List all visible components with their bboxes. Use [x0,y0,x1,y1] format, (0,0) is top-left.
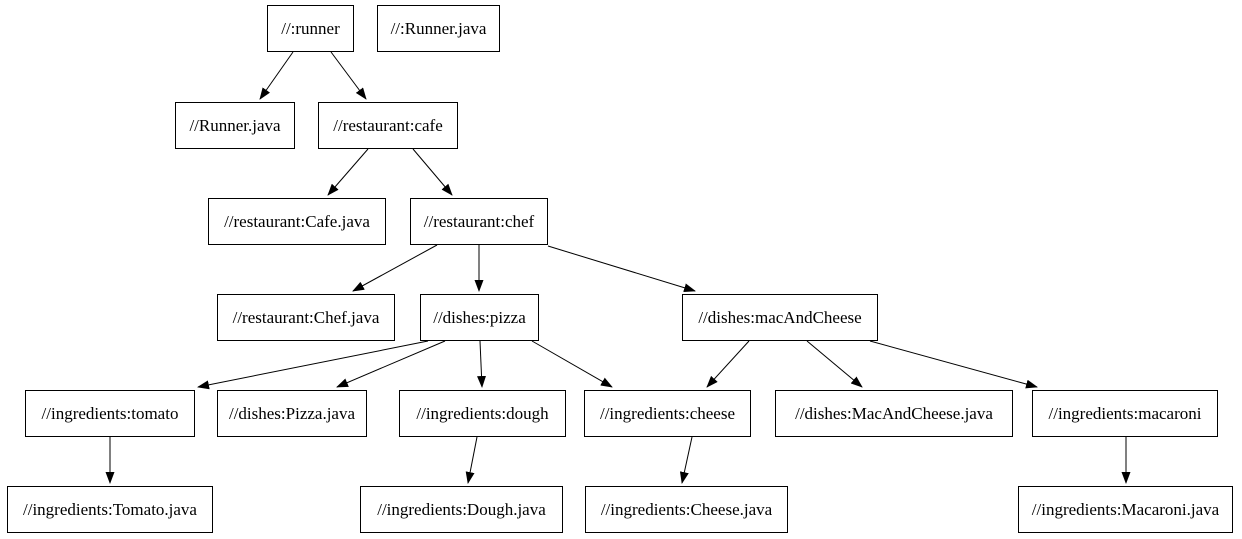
graph-node-dough-java: //ingredients:Dough.java [360,486,563,533]
edge-macandcheese-to-macandcheese-java [806,340,863,388]
graph-node-runner-java: //Runner.java [175,102,295,149]
edge-macandcheese-to-cheese [706,340,750,388]
edge-runner-to-cafe [330,51,367,100]
graph-node-chef: //restaurant:chef [410,198,548,245]
edge-cheese-to-cheese-java [679,436,693,484]
edge-dough-to-dough-java [465,436,478,484]
graph-node-macandcheese: //dishes:macAndCheese [682,294,878,341]
edge-chef-to-chef-java [352,244,438,292]
graph-node-macaroni-java: //ingredients:Macaroni.java [1018,486,1233,533]
edge-pizza-to-tomato [197,340,429,390]
graph-node-cheese: //ingredients:cheese [584,390,751,437]
graph-node-chef-java: //restaurant:Chef.java [217,294,395,341]
edge-pizza-to-cheese [531,340,613,388]
edge-group [105,51,1131,484]
graph-node-macaroni: //ingredients:macaroni [1032,390,1218,437]
edge-macandcheese-to-macaroni [869,340,1038,389]
edge-chef-to-macandcheese [547,245,696,293]
graph-node-runner-java-src: //:Runner.java [377,5,500,52]
graph-node-cafe: //restaurant:cafe [318,102,458,149]
edge-pizza-to-dough [477,340,487,388]
graph-node-pizza: //dishes:pizza [420,294,539,341]
graph-node-cheese-java: //ingredients:Cheese.java [585,486,788,533]
graph-node-runner: //:runner [267,5,354,52]
graph-node-tomato-java: //ingredients:Tomato.java [7,486,213,533]
graph-node-tomato: //ingredients:tomato [25,390,195,437]
graph-node-cafe-java: //restaurant:Cafe.java [208,198,386,245]
edge-cafe-to-cafe-java [327,148,369,196]
graph-node-pizza-java: //dishes:Pizza.java [217,390,367,437]
graph-node-dough: //ingredients:dough [399,390,566,437]
edge-pizza-to-pizza-java [336,340,446,388]
edge-runner-to-runner-java [259,51,294,100]
edge-cafe-to-chef [412,148,453,196]
graph-node-macandcheese-java: //dishes:MacAndCheese.java [775,390,1013,437]
